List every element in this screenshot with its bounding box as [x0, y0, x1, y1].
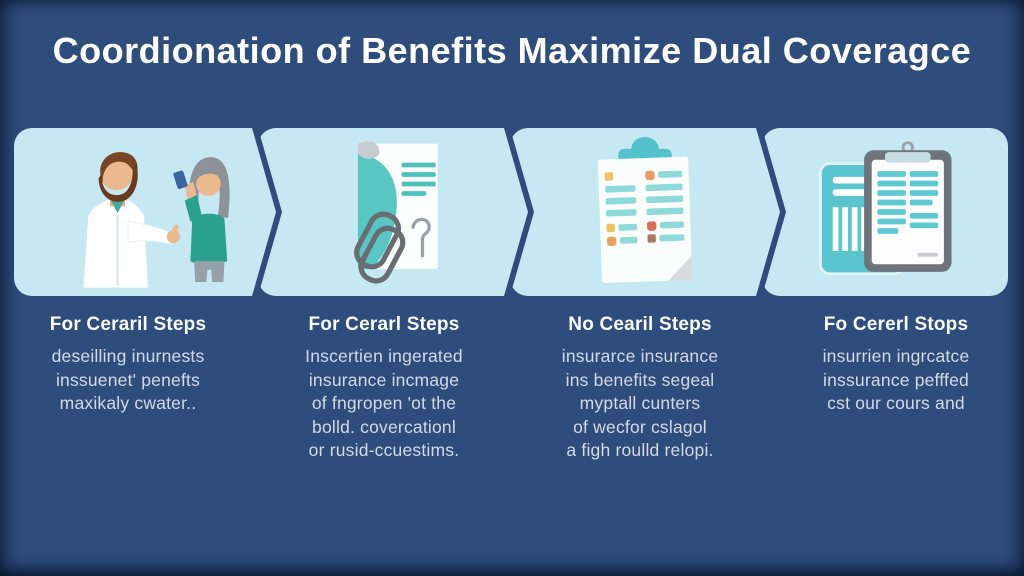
step-description-line: or rusid-ccuestims. [308, 440, 460, 460]
step-heading: No Cearil Steps [568, 314, 712, 335]
step-heading: For Ceraril Steps [49, 314, 207, 335]
step-description-line: of wecfor cslagol [573, 416, 707, 437]
step-panel-4 [762, 128, 1008, 296]
page-title: Coordionation of Benefits Maximize Dual … [52, 30, 972, 71]
step-panel-1 [14, 128, 276, 296]
clipboard-report-illustration [818, 141, 952, 276]
paperclip-icon [347, 209, 412, 285]
step-description-line: of fngropen 'ot the [311, 393, 457, 413]
step-heading: Fo Cererl Stops [823, 314, 969, 335]
document-paperclip-illustration [320, 136, 466, 288]
step-text-3: No Cearil Steps insurarce insurance ins … [512, 314, 768, 463]
checklist-clipboard-illustration [574, 136, 716, 288]
doctor-patient-illustration [41, 136, 249, 288]
step-panel-3 [510, 128, 780, 296]
step-description-line: maxikaly cwater.. [59, 393, 197, 413]
step-description-line: a figh roulld relopi. [566, 440, 714, 460]
step-text-2: For Cerarl Steps Inscertien ingerated in… [256, 314, 512, 463]
step-description-line: inssuenet' penefts [55, 369, 201, 390]
step-description-line: insurarce insurance [561, 346, 719, 366]
step-description-line: myptall cunters [579, 393, 701, 413]
step-description-line: insurance incmage [308, 369, 460, 390]
step-description-line: insurrien ingrcatce [822, 346, 970, 366]
step-panel-2 [258, 128, 528, 296]
step-text-1: For Ceraril Steps deseilling inurnests i… [0, 314, 256, 416]
step-description-line: bolld. covercationl [312, 416, 456, 437]
step-description-line: cst our cours and [827, 393, 965, 413]
step-text-4: Fo Cererl Stops insurrien ingrcatce inss… [768, 314, 1024, 416]
step-description-line: Inscertien ingerated [305, 346, 463, 366]
step-heading: For Cerarl Steps [308, 314, 460, 335]
step-description-line: deseilling inurnests [51, 346, 205, 366]
step-description-line: ins benefits segeal [565, 369, 715, 390]
step-description-line: inssurance pefffed [823, 369, 969, 390]
